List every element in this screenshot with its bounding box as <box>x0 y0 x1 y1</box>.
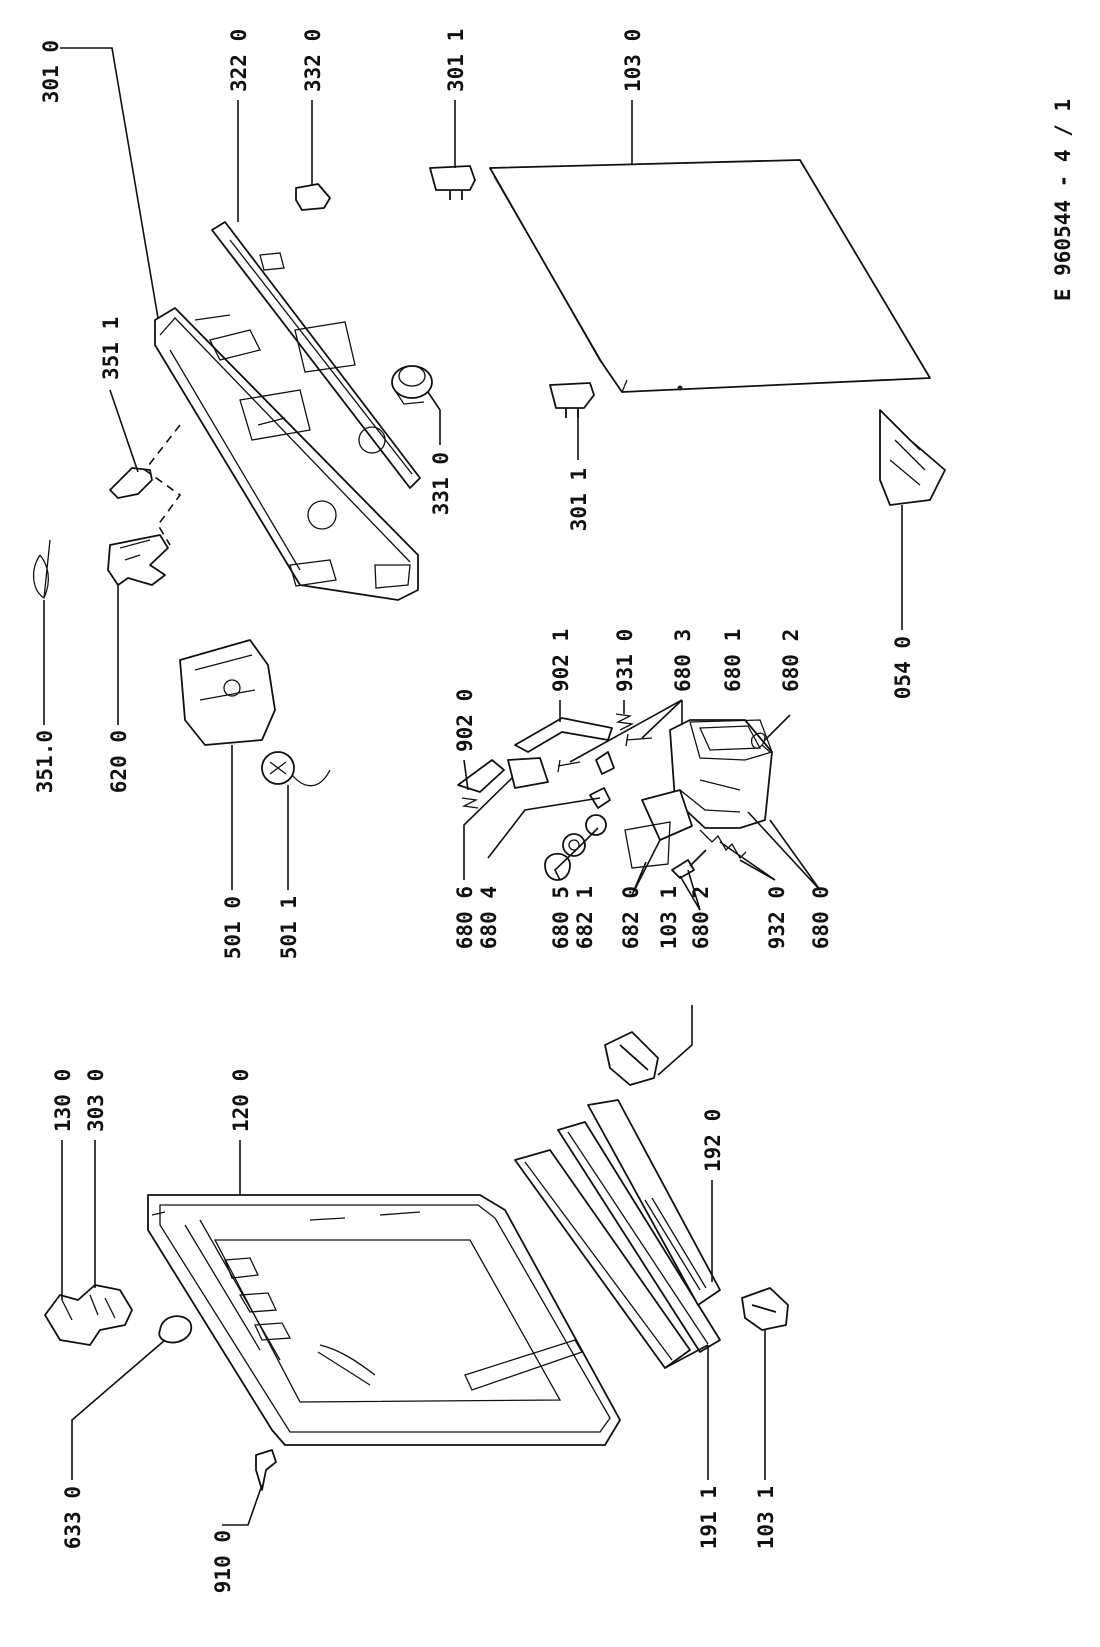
callout-680-1: 680 1 <box>721 629 745 692</box>
callout-680-3: 680 3 <box>671 629 695 692</box>
part-ring-a <box>585 814 607 836</box>
callout-680-6: 680 6 <box>453 886 477 949</box>
leader-191-1 <box>664 1344 709 1480</box>
leader-680-3 <box>569 699 683 763</box>
part-switch-620 <box>107 534 169 586</box>
part-plate-682 <box>641 789 693 841</box>
part-ring-b <box>562 833 586 857</box>
part-control-panel <box>154 307 419 601</box>
part-latch-assembly-130 <box>44 1284 133 1346</box>
callout-303-0: 303 0 <box>84 1069 108 1132</box>
callout-680-2a: 680 2 <box>779 629 803 692</box>
callout-501-0: 501 0 <box>221 896 245 959</box>
part-lock-housing-680 <box>669 719 773 829</box>
part-lamp-501 <box>261 751 331 787</box>
part-lever-902-0 <box>457 759 505 793</box>
callout-322-0: 322 0 <box>227 29 251 92</box>
part-hinge-301b <box>549 382 595 418</box>
callout-501-1: 501 1 <box>277 896 301 959</box>
callout-103-0: 103 0 <box>621 29 645 92</box>
part-screw-680-2b <box>671 849 707 879</box>
callout-351-1: 351 1 <box>99 317 123 380</box>
callout-931-0: 931 0 <box>613 629 637 692</box>
leader-680-4 <box>487 797 601 859</box>
callout-620-0: 620 0 <box>107 730 131 793</box>
callout-680-2b: 680 2 <box>689 886 713 949</box>
part-spring-b <box>461 797 479 809</box>
leader-301-0 <box>60 47 159 319</box>
leader-932-0 <box>719 841 776 881</box>
callout-191-1: 191 1 <box>697 1486 721 1549</box>
callout-103-1a: 103 1 <box>657 886 681 949</box>
leader-910-0 <box>222 1484 263 1526</box>
callout-332-0: 332 0 <box>301 29 325 92</box>
leader-680-2a <box>764 714 791 741</box>
part-hinge-301a <box>429 165 476 200</box>
leader-331-0 <box>427 391 441 445</box>
callout-054-0: 054 0 <box>891 636 915 699</box>
callout-932-0: 932 0 <box>765 886 789 949</box>
leader-680-5 <box>554 827 599 881</box>
callout-682-0: 682 0 <box>619 886 643 949</box>
callout-103-1b: 103 1 <box>754 1486 778 1549</box>
part-lever-902-1 <box>514 717 613 753</box>
connector-dashed <box>143 424 182 546</box>
callout-910-0: 910 0 <box>211 1530 235 1593</box>
drawing-code: E 960544 - 4 / 1 <box>1051 99 1075 301</box>
part-decor-panel <box>211 221 421 489</box>
callout-301-0: 301 0 <box>39 40 63 103</box>
part-gasket-682 <box>624 821 671 869</box>
part-outer-door-103 <box>489 159 931 393</box>
callout-192-0: 192 0 <box>701 1109 725 1172</box>
part-knob-331 <box>391 365 433 405</box>
part-screw-910 <box>255 1449 277 1491</box>
leader-680-6 <box>463 777 513 880</box>
part-latch-680-2a <box>750 732 771 753</box>
callout-902-0: 902 0 <box>453 689 477 752</box>
part-cover-680-6 <box>507 757 549 789</box>
part-spring-931 <box>615 713 635 731</box>
part-end-cap-103b <box>741 1287 789 1331</box>
part-cap-633 <box>158 1315 193 1344</box>
callout-680-4: 680 4 <box>477 886 501 949</box>
leader-633-0 <box>71 1339 166 1480</box>
leader-902-0 <box>463 759 469 791</box>
part-trim-strip-191 <box>514 1121 721 1369</box>
callout-301-1a: 301 1 <box>444 29 468 92</box>
callout-331-0: 331 0 <box>429 452 453 515</box>
callout-902-1: 902 1 <box>549 629 573 692</box>
part-ring-b-hole <box>568 839 580 851</box>
callout-682-1: 682 1 <box>573 886 597 949</box>
callout-120-0: 120 0 <box>229 1069 253 1132</box>
part-wire-351 <box>33 539 51 599</box>
leader-680-0 <box>747 811 821 891</box>
callout-680-0: 680 0 <box>809 886 833 949</box>
callout-301-1b: 301 1 <box>567 468 591 531</box>
part-end-cap-103a <box>604 1031 659 1086</box>
part-button-332 <box>295 183 331 211</box>
part-pin-680-3a <box>557 759 581 773</box>
part-plate-small <box>595 751 615 775</box>
leader-103-1a <box>657 1005 693 1076</box>
part-timer-501 <box>179 639 276 746</box>
part-clip-351 <box>109 467 153 499</box>
part-hinge-bracket-054 <box>879 409 946 506</box>
part-inner-door-120 <box>147 1194 621 1446</box>
leader-680-2b <box>679 869 701 911</box>
leader-682-0 <box>631 839 661 896</box>
part-spring-932 <box>699 829 747 860</box>
part-pin-680-3b <box>625 733 653 747</box>
leader-351-1 <box>109 389 139 473</box>
callout-351-0: 351.0 <box>33 730 57 793</box>
callout-130-0: 130 0 <box>51 1069 75 1132</box>
callout-680-5: 680 5 <box>549 886 573 949</box>
callout-633-0: 633 0 <box>61 1486 85 1549</box>
part-gasket-strip-192 <box>587 1099 721 1306</box>
